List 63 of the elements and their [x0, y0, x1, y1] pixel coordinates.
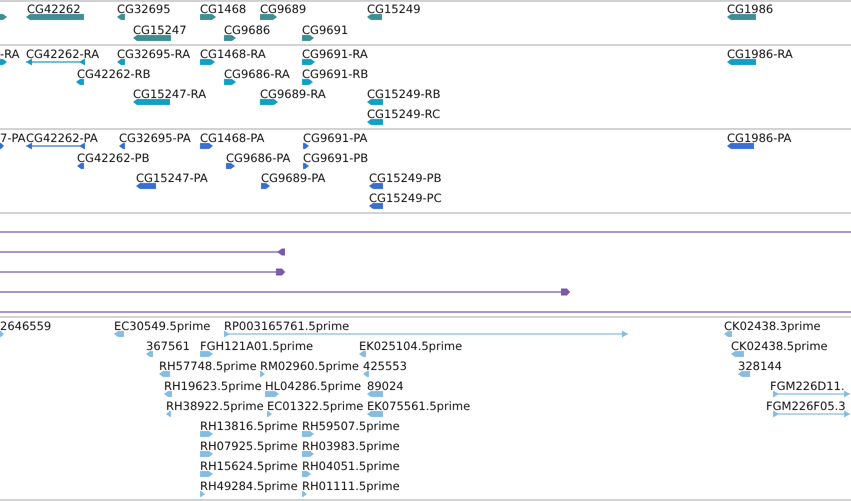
- feature-name: RH38922.5prime: [166, 400, 264, 413]
- feature-name: CG9691: [302, 24, 348, 37]
- feature-name: CG42262-RB: [77, 68, 151, 81]
- feature-name: CG9686-PA: [226, 152, 290, 165]
- feature-name: CK02438.5prime: [731, 340, 828, 353]
- feature-name: CG32695: [117, 3, 171, 16]
- feature-name: CG1468-RA: [200, 48, 266, 61]
- feature-name: CG15247-RA: [133, 88, 206, 101]
- feature-name: CK02438.3prime: [724, 320, 821, 333]
- feature-name: CG42262: [27, 3, 81, 16]
- feature-name: CG1986: [727, 3, 774, 16]
- feature-name: 367561: [146, 340, 190, 353]
- feature-name: FGM226F05.3: [766, 400, 846, 413]
- feature-name: RH57748.5prime: [159, 360, 257, 373]
- feature-name: CG42262-RA: [26, 48, 100, 61]
- feature-name: RH04051.5prime: [302, 460, 400, 473]
- feature-name: RH01111.5prime: [302, 480, 400, 493]
- feature-name: CG32695-PA: [119, 132, 191, 145]
- feature-name: CG15249-RB: [367, 88, 441, 101]
- feature-name: CG32695-RA: [117, 48, 190, 61]
- feature-name: CG1468-PA: [200, 132, 264, 145]
- feature-name: EC01322.5prime: [267, 400, 364, 413]
- feature-name: RM02960.5prime: [260, 360, 359, 373]
- feature-name: CG9686-RA: [224, 68, 290, 81]
- feature-name: 328144: [738, 360, 782, 373]
- feature-name: CG15249: [367, 3, 421, 16]
- feature-name: CG9691-PB: [303, 152, 368, 165]
- feature-name: CG15247-PA: [136, 172, 208, 185]
- feature-name: CG9691-RB: [302, 68, 368, 81]
- feature-name: CG9691-RA: [302, 48, 368, 61]
- feature-name: RH49284.5prime: [200, 480, 298, 493]
- feature-name: CG9689-RA: [260, 88, 326, 101]
- feature-name: CG9686: [224, 24, 270, 37]
- feature-name: HL04286.5prime: [265, 380, 362, 393]
- feature-name: RH07925.5prime: [200, 440, 298, 453]
- feature-name: EC30549.5prime: [114, 320, 210, 333]
- feature-name: RP003165761.5prime: [224, 320, 350, 333]
- feature-name: RH19623.5prime: [164, 380, 262, 393]
- feature-name: -RA: [0, 48, 20, 61]
- feature-name: CG1468: [200, 3, 246, 16]
- feature-name: CG15247: [133, 24, 187, 37]
- feature-name: CG1986-RA: [727, 48, 793, 61]
- feature-name: 425553: [363, 360, 407, 373]
- feature-name: CG9689-PA: [261, 172, 326, 185]
- feature-name: EK075561.5prime: [367, 400, 470, 413]
- feature-name: 89024: [367, 380, 404, 393]
- feature-name: CG15249-PB: [369, 172, 442, 185]
- feature-name: 7-PA: [0, 132, 26, 145]
- feature-name: CG42262-PA: [26, 132, 98, 145]
- feature-name: 2646559: [0, 320, 52, 333]
- feature-name: CG1986-PA: [727, 132, 792, 145]
- feature-name: CG9691-PA: [303, 132, 368, 145]
- feature-name: CG42262-PB: [77, 152, 150, 165]
- feature-name: RH15624.5prime: [200, 460, 298, 473]
- feature-name: FGM226D11.: [770, 380, 845, 393]
- feature-name: RH03983.5prime: [302, 440, 400, 453]
- feature-name: FGH121A01.5prime: [200, 340, 314, 353]
- feature-name: EK025104.5prime: [359, 340, 462, 353]
- feature-name: CG9689: [260, 3, 306, 16]
- feature-name: CG15249-RC: [367, 108, 440, 121]
- feature-name: RH59507.5prime: [302, 420, 400, 433]
- feature-name: CG15249-PC: [369, 192, 442, 205]
- feature-name: RH13816.5prime: [200, 420, 298, 433]
